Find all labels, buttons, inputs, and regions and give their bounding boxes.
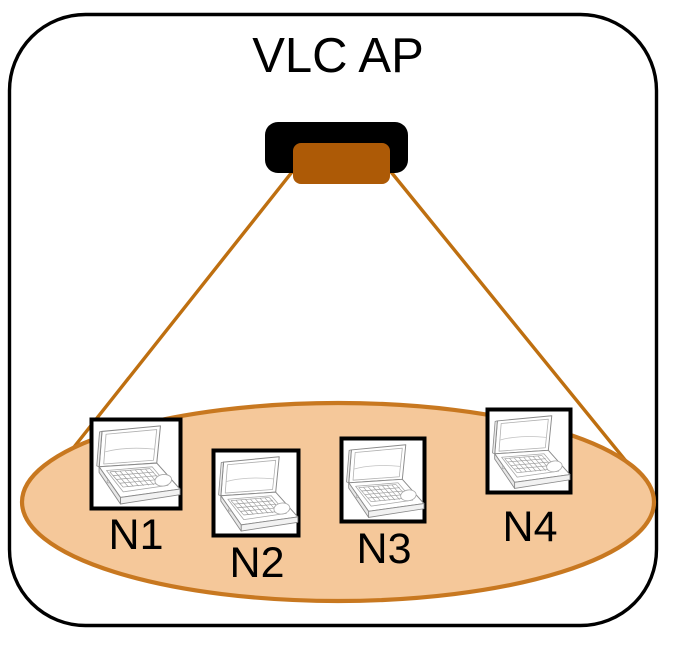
page-title: VLC AP: [252, 29, 424, 83]
access-point-emitter: [293, 143, 390, 184]
node-n2[interactable]: N2: [211, 448, 301, 588]
node-n3[interactable]: N3: [339, 436, 427, 574]
node-n3-label: N3: [357, 525, 412, 573]
node-n4[interactable]: N4: [485, 407, 573, 552]
node-n4-label: N4: [503, 503, 558, 551]
node-n1[interactable]: N1: [89, 417, 183, 560]
node-n2-label: N2: [230, 539, 285, 587]
vlc-access-point: [265, 122, 408, 184]
node-n1-label: N1: [109, 511, 164, 559]
